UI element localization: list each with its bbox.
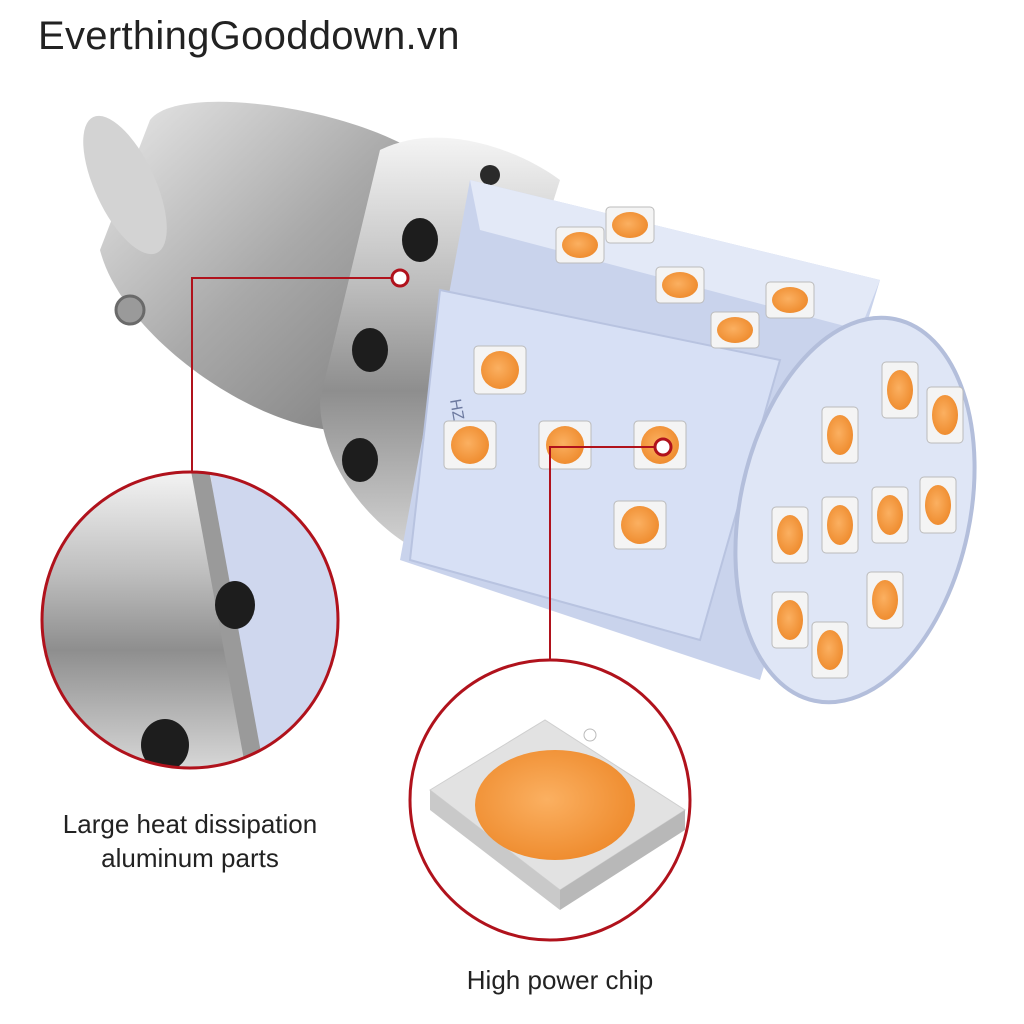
callout-marker-chip	[653, 437, 673, 457]
heat-caption-line1: Large heat dissipation	[62, 809, 318, 839]
led-chip	[919, 476, 957, 534]
led-chip	[765, 281, 815, 319]
led-chip	[881, 361, 919, 419]
chip-caption: High power chip	[466, 965, 654, 995]
callout-marker-heat	[390, 268, 410, 288]
end-led-chips	[771, 361, 964, 679]
heat-dissipation-caption: Large heat dissipation aluminum parts	[30, 808, 350, 876]
led-chip	[473, 345, 527, 395]
zoom-circle-chip	[408, 658, 692, 942]
led-chip	[871, 486, 909, 544]
led-chip	[926, 386, 964, 444]
led-chip	[613, 500, 667, 550]
led-chip	[771, 591, 809, 649]
pcb-marking: HZ	[446, 398, 466, 422]
led-chip	[771, 506, 809, 564]
led-chip	[710, 311, 760, 349]
led-chip	[821, 496, 859, 554]
led-chip	[443, 420, 497, 470]
led-chip	[655, 266, 705, 304]
led-chip	[538, 420, 592, 470]
heat-caption-line2: aluminum parts	[101, 842, 279, 873]
zoom-circle-heat-sink	[40, 470, 340, 770]
led-chip	[555, 226, 605, 264]
led-chip	[811, 621, 849, 679]
led-chip	[821, 406, 859, 464]
watermark-text: EverthingGooddown.vn	[38, 14, 460, 58]
led-chip	[866, 571, 904, 629]
led-chip	[605, 206, 655, 244]
callout-lines	[191, 277, 663, 660]
